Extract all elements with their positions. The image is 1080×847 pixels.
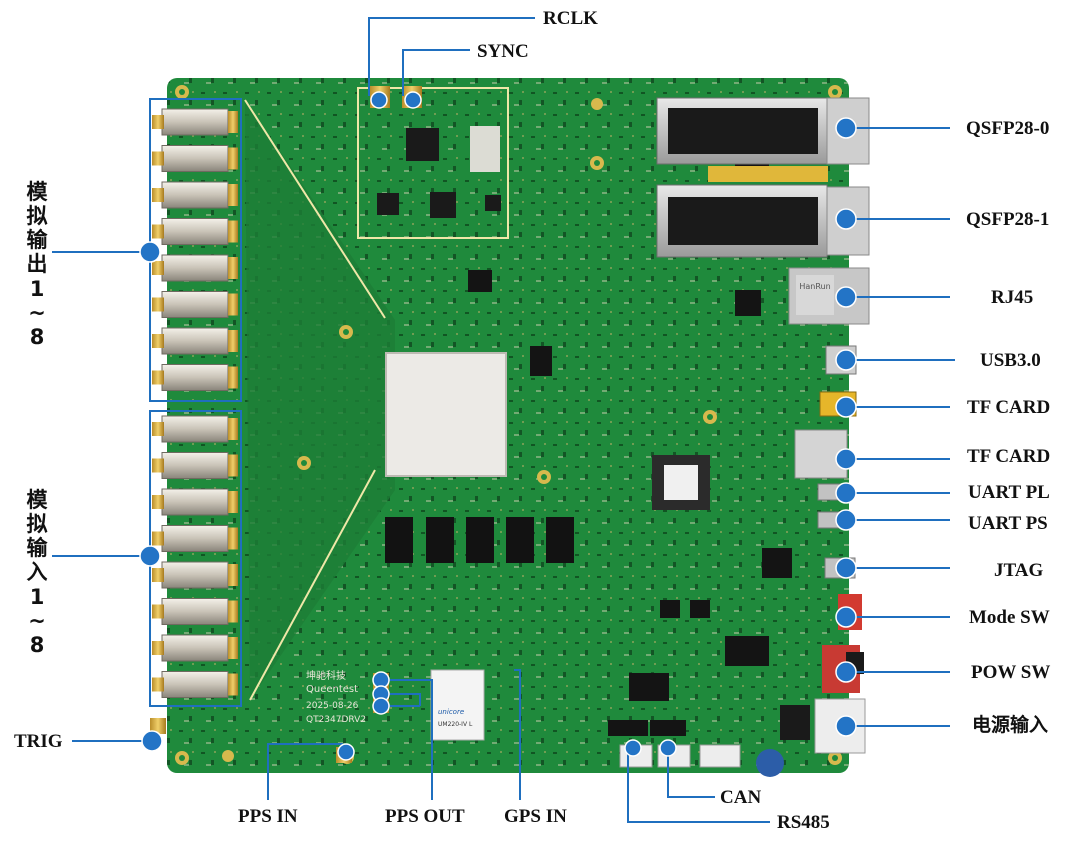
label-tf-card-1: TF CARD [967, 397, 1051, 418]
label-can: CAN [720, 787, 762, 808]
sma-connector [152, 108, 238, 136]
sma-connector [152, 181, 238, 209]
sma-connector [152, 364, 238, 391]
callout-lines [52, 17, 955, 823]
sma-connector [152, 415, 238, 443]
sma-connectors [152, 108, 238, 698]
label-pps-out: PPS OUT [385, 806, 465, 827]
label-power-input: 电源输入 [972, 714, 1049, 736]
label-gps-in: GPS IN [504, 806, 567, 827]
label-pps-in: PPS IN [238, 806, 298, 827]
svg-text:坤驰科技: 坤驰科技 [306, 669, 346, 682]
svg-text:HanRun: HanRun [799, 282, 830, 291]
callout-markers [139, 91, 857, 761]
svg-text:Queentest: Queentest [306, 684, 358, 695]
label-uart-pl: UART PL [968, 482, 1050, 503]
sma-connector [152, 671, 238, 698]
sma-connector [152, 598, 238, 625]
sma-connector [152, 145, 238, 172]
sma-connector [152, 488, 238, 516]
fpga-chip [385, 352, 507, 477]
svg-text:2025-08-26: 2025-08-26 [306, 701, 359, 711]
sma-connector [152, 254, 238, 282]
qsfp28-1-cage [656, 184, 870, 258]
label-mode-sw: Mode SW [969, 607, 1050, 628]
svg-text:QT2347DRV2: QT2347DRV2 [306, 715, 366, 725]
sma-connector [152, 291, 238, 318]
pcb-board [167, 78, 849, 773]
label-rs485: RS485 [777, 812, 830, 833]
label-pow-sw: POW SW [971, 662, 1051, 683]
svg-text:UM220-IV L: UM220-IV L [438, 721, 473, 728]
capacitor [756, 749, 784, 777]
label-trig: TRIG [14, 731, 63, 752]
sma-connector [152, 452, 238, 479]
label-rj45: RJ45 [991, 287, 1034, 308]
sma-connector [152, 561, 238, 589]
sma-connector [152, 634, 238, 662]
label-qsfp28-0: QSFP28-0 [966, 118, 1050, 139]
label-qsfp28-1: QSFP28-1 [966, 209, 1050, 230]
label-usb3: USB3.0 [980, 350, 1041, 371]
silkscreen-text: 坤驰科技 Queentest 2025-08-26 QT2347DRV2 [306, 669, 366, 725]
sma-connector [152, 327, 238, 355]
misc-ics [468, 140, 792, 736]
label-tf-card-2: TF CARD [967, 446, 1051, 467]
ddr-chips [385, 517, 574, 563]
label-sync: SYNC [477, 41, 529, 62]
sma-connector [152, 218, 238, 245]
qsfp28-0-cage [656, 97, 870, 165]
label-uart-ps: UART PS [968, 513, 1048, 534]
label-jtag: JTAG [994, 560, 1044, 581]
gps-module: unicore UM220-IV L [430, 669, 485, 741]
sma-connector [152, 525, 238, 552]
label-analog-input: 模拟输入1~8 [26, 488, 48, 657]
label-analog-output: 模拟输出1~8 [26, 180, 48, 349]
label-rclk: RCLK [543, 8, 598, 29]
svg-text:unicore: unicore [438, 708, 464, 716]
